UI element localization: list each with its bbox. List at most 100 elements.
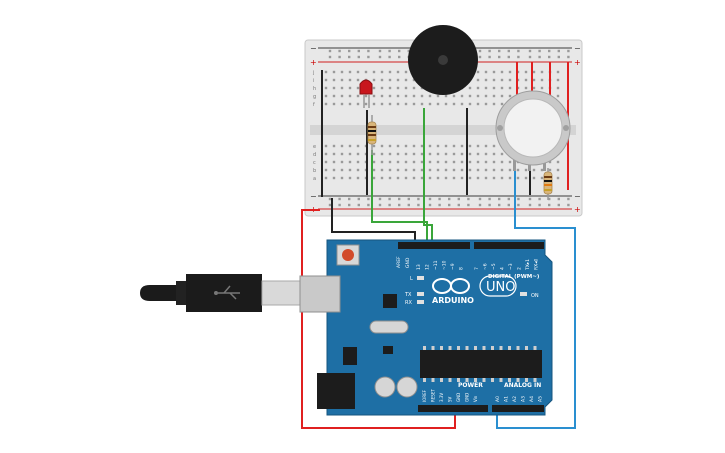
breadboard-hole[interactable]: [500, 94, 504, 98]
breadboard-hole[interactable]: [332, 176, 336, 180]
rail-hole[interactable]: [448, 197, 451, 201]
rail-hole[interactable]: [348, 55, 351, 59]
breadboard-hole[interactable]: [540, 70, 544, 74]
breadboard-hole[interactable]: [348, 176, 352, 180]
rail-hole[interactable]: [507, 197, 510, 201]
breadboard-hole[interactable]: [332, 78, 336, 82]
breadboard-hole[interactable]: [356, 144, 360, 148]
breadboard-hole[interactable]: [452, 102, 456, 106]
breadboard-hole[interactable]: [548, 160, 552, 164]
breadboard-hole[interactable]: [324, 160, 328, 164]
breadboard-hole[interactable]: [372, 160, 376, 164]
breadboard-hole[interactable]: [380, 70, 384, 74]
rail-hole[interactable]: [507, 49, 510, 53]
breadboard-hole[interactable]: [516, 176, 520, 180]
rail-hole[interactable]: [557, 55, 560, 59]
breadboard-hole[interactable]: [324, 70, 328, 74]
breadboard-hole[interactable]: [484, 102, 488, 106]
breadboard-hole[interactable]: [356, 176, 360, 180]
breadboard-hole[interactable]: [444, 144, 448, 148]
rail-hole[interactable]: [528, 203, 532, 207]
rail-hole[interactable]: [548, 197, 551, 201]
breadboard-hole[interactable]: [484, 94, 488, 98]
breadboard-hole[interactable]: [340, 94, 344, 98]
breadboard-hole[interactable]: [500, 152, 504, 156]
breadboard-hole[interactable]: [324, 78, 328, 82]
rail-hole[interactable]: [367, 55, 370, 59]
breadboard-hole[interactable]: [492, 176, 496, 180]
breadboard-hole[interactable]: [412, 94, 416, 98]
breadboard-hole[interactable]: [388, 102, 392, 106]
breadboard-hole[interactable]: [540, 176, 544, 180]
rail-hole[interactable]: [367, 49, 370, 53]
rail-hole[interactable]: [378, 55, 382, 59]
rail-hole[interactable]: [357, 49, 360, 53]
breadboard-hole[interactable]: [468, 176, 472, 180]
breadboard-hole[interactable]: [388, 78, 392, 82]
rail-hole[interactable]: [338, 49, 341, 53]
breadboard-hole[interactable]: [388, 176, 392, 180]
breadboard-hole[interactable]: [372, 78, 376, 82]
breadboard-hole[interactable]: [396, 94, 400, 98]
breadboard-hole[interactable]: [412, 102, 416, 106]
breadboard-hole[interactable]: [548, 168, 552, 172]
breadboard-hole[interactable]: [436, 176, 440, 180]
breadboard-hole[interactable]: [524, 78, 528, 82]
breadboard-hole[interactable]: [492, 152, 496, 156]
breadboard-hole[interactable]: [460, 94, 464, 98]
breadboard-hole[interactable]: [476, 160, 480, 164]
rail-hole[interactable]: [478, 49, 482, 53]
breadboard-hole[interactable]: [540, 168, 544, 172]
breadboard-hole[interactable]: [340, 168, 344, 172]
breadboard-hole[interactable]: [372, 168, 376, 172]
breadboard-hole[interactable]: [428, 144, 432, 148]
breadboard-hole[interactable]: [356, 70, 360, 74]
breadboard-hole[interactable]: [348, 168, 352, 172]
rail-hole[interactable]: [338, 203, 341, 207]
breadboard-hole[interactable]: [484, 78, 488, 82]
breadboard-hole[interactable]: [484, 152, 488, 156]
breadboard-hole[interactable]: [428, 94, 432, 98]
breadboard-hole[interactable]: [404, 160, 408, 164]
rail-hole[interactable]: [338, 55, 341, 59]
breadboard-hole[interactable]: [396, 86, 400, 90]
breadboard-hole[interactable]: [356, 94, 360, 98]
rail-hole[interactable]: [398, 49, 401, 53]
breadboard-hole[interactable]: [404, 102, 408, 106]
breadboard-hole[interactable]: [372, 86, 376, 90]
rail-hole[interactable]: [538, 197, 541, 201]
breadboard-hole[interactable]: [380, 152, 384, 156]
rail-hole[interactable]: [517, 203, 520, 207]
rail-hole[interactable]: [548, 203, 551, 207]
breadboard-hole[interactable]: [428, 102, 432, 106]
rail-hole[interactable]: [507, 55, 510, 59]
rail-hole[interactable]: [538, 55, 541, 59]
breadboard-hole[interactable]: [508, 160, 512, 164]
breadboard-hole[interactable]: [404, 78, 408, 82]
breadboard-hole[interactable]: [524, 176, 528, 180]
breadboard-hole[interactable]: [380, 102, 384, 106]
breadboard-hole[interactable]: [556, 86, 560, 90]
breadboard-hole[interactable]: [500, 86, 504, 90]
breadboard-hole[interactable]: [540, 78, 544, 82]
red-led[interactable]: [359, 79, 373, 108]
rail-hole[interactable]: [348, 203, 351, 207]
rail-hole[interactable]: [388, 55, 391, 59]
rail-hole[interactable]: [407, 49, 410, 53]
rail-hole[interactable]: [388, 49, 391, 53]
breadboard-hole[interactable]: [420, 168, 424, 172]
breadboard-hole[interactable]: [556, 160, 560, 164]
breadboard-hole[interactable]: [476, 176, 480, 180]
rail-hole[interactable]: [567, 197, 570, 201]
rail-hole[interactable]: [528, 197, 532, 201]
breadboard-hole[interactable]: [484, 144, 488, 148]
breadboard-hole[interactable]: [476, 102, 480, 106]
rail-hole[interactable]: [398, 55, 401, 59]
rail-hole[interactable]: [478, 55, 482, 59]
breadboard-hole[interactable]: [524, 70, 528, 74]
breadboard-hole[interactable]: [556, 176, 560, 180]
breadboard-hole[interactable]: [436, 152, 440, 156]
breadboard-hole[interactable]: [436, 144, 440, 148]
rail-hole[interactable]: [357, 197, 360, 201]
breadboard-hole[interactable]: [444, 152, 448, 156]
